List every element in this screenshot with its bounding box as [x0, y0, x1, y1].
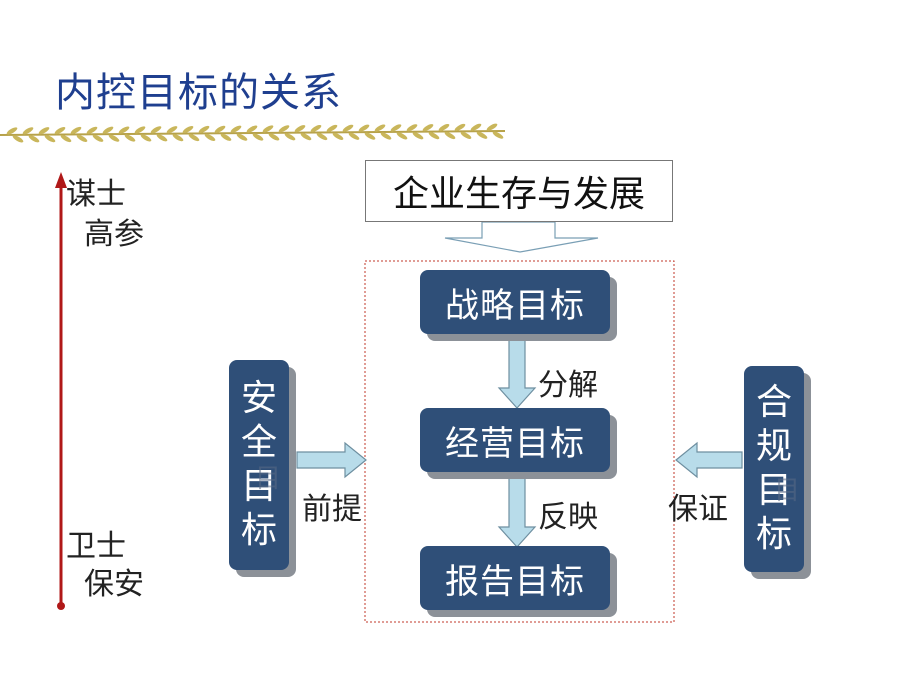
- strategic-goal-box: 战略目标: [420, 270, 610, 334]
- vine-leaf: [70, 126, 82, 134]
- vine-leaf: [172, 134, 184, 142]
- vine-leaf: [444, 131, 456, 140]
- vine-leaf: [6, 127, 18, 135]
- vine-leaf: [118, 126, 130, 134]
- vine-leaf: [374, 124, 386, 132]
- premise-label: 前提: [302, 492, 362, 527]
- vine-leaf: [412, 132, 424, 140]
- vine-leaf: [428, 132, 440, 140]
- vine-leaf: [348, 132, 360, 140]
- vine-leaf: [326, 124, 338, 132]
- vine-leaf: [166, 126, 178, 134]
- vine-leaf: [44, 135, 56, 143]
- vine-leaf: [156, 134, 168, 142]
- vine-leaf: [278, 125, 290, 133]
- scale-top-label-2: 高参: [84, 217, 144, 252]
- guarantee-arrow: [675, 441, 743, 479]
- vine-leaf: [300, 133, 312, 141]
- vine-leaf: [342, 124, 354, 132]
- vine-leaf: [12, 135, 24, 143]
- compliance-goal-ghost-char: 目: [774, 476, 801, 506]
- page-title: 内控目标的关系: [55, 70, 342, 116]
- compliance-goal-char-2: 规: [755, 426, 792, 467]
- vine-leaf: [364, 132, 376, 140]
- reflect-label: 反映: [538, 500, 598, 535]
- vine-leaf: [92, 134, 104, 142]
- decorative-vine: [0, 130, 506, 136]
- vine-leaf: [492, 131, 504, 139]
- vine-leaf: [38, 127, 50, 135]
- scale-bottom-label-1: 卫士: [66, 529, 126, 564]
- vine-leaf: [182, 125, 194, 134]
- safety-goal-char-1: 安: [240, 378, 277, 419]
- safety-goal-box: 安 全 目 标: [229, 360, 289, 570]
- reflect-arrow: [497, 477, 537, 548]
- goals-container: [364, 260, 675, 623]
- vine-leaf: [332, 132, 344, 140]
- vine-leaf: [220, 133, 232, 141]
- vine-leaf: [316, 132, 328, 141]
- vine-leaf: [252, 133, 264, 141]
- vine-leaf: [294, 125, 306, 133]
- decompose-arrow: [497, 337, 537, 409]
- vine-leaf: [124, 134, 136, 142]
- vine-leaf: [470, 123, 482, 131]
- safety-goal-char-4: 标: [240, 510, 277, 551]
- scale-arrow: [55, 172, 67, 610]
- guarantee-label: 保证: [668, 492, 728, 527]
- safety-goal-char-2: 全: [240, 422, 277, 463]
- vine-leaf: [150, 126, 162, 134]
- vine-leaf: [140, 134, 152, 142]
- vine-leaf: [236, 133, 248, 141]
- scale-bottom-label-2: 保安: [84, 567, 144, 602]
- vine-leaf: [486, 123, 498, 131]
- vine-leaf: [102, 126, 114, 134]
- vine-leaf: [188, 133, 200, 142]
- top-down-arrow: [444, 221, 599, 253]
- vine-leaf: [460, 131, 472, 139]
- safety-goal-ghost-char: 目: [255, 464, 282, 494]
- vine-leaf: [134, 126, 146, 134]
- vine-leaf: [438, 123, 450, 132]
- vine-leaf: [396, 132, 408, 140]
- vine-leaf: [246, 125, 258, 133]
- premise-arrow: [296, 441, 367, 479]
- vine-leaf: [268, 133, 280, 141]
- vine-leaf: [422, 124, 434, 132]
- compliance-goal-box: 合 规 目 标: [744, 366, 804, 572]
- reporting-goal-box: 报告目标: [420, 546, 610, 610]
- vine-leaf: [390, 124, 402, 132]
- vine-leaf: [204, 133, 216, 141]
- vine-leaf: [230, 125, 242, 133]
- vine-leaf: [76, 134, 88, 142]
- vine-leaf: [54, 127, 66, 135]
- vine-leaf: [358, 124, 370, 132]
- safety-goal-char-3: 目: [240, 466, 277, 507]
- vine-leaf: [198, 125, 210, 133]
- scale-top-label-1: 谋士: [66, 177, 126, 212]
- vine-leaf: [284, 133, 296, 141]
- vine-leaf: [108, 134, 120, 142]
- decompose-label: 分解: [538, 368, 598, 403]
- compliance-goal-char-3: 目: [755, 470, 792, 511]
- vine-leaf: [28, 135, 40, 143]
- vine-leaf: [22, 127, 34, 135]
- vine-leaf: [310, 124, 322, 133]
- vine-leaf: [454, 123, 466, 131]
- vine-leaf: [214, 125, 226, 133]
- vine-leaf: [380, 132, 392, 140]
- vine-leaf: [86, 126, 98, 134]
- vine-leaf: [262, 125, 274, 133]
- vine-leaf: [60, 135, 72, 143]
- vine-leaves: [6, 123, 504, 143]
- compliance-goal-char-1: 合: [755, 382, 792, 423]
- vine-leaf: [406, 124, 418, 132]
- compliance-goal-char-4: 标: [755, 514, 792, 555]
- operational-goal-box: 经营目标: [420, 408, 610, 472]
- vine-leaf: [476, 131, 488, 139]
- enterprise-survival-box: 企业生存与发展: [365, 160, 673, 222]
